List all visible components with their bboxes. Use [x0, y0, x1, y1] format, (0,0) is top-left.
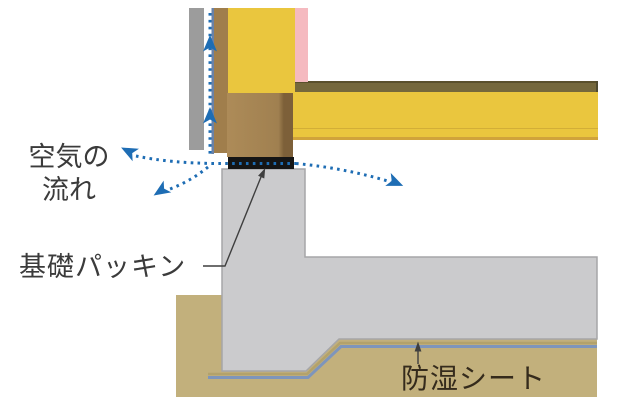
airflow-arrowhead-up-icon: [203, 35, 217, 52]
airflow-arrowhead-downleft-icon: [153, 180, 172, 196]
floor-insulation: [293, 92, 598, 140]
concrete-foundation: [221, 168, 598, 372]
airflow-dotted-line-crawlspace: [295, 162, 392, 184]
packing-leader-arrowhead-icon: [258, 167, 266, 179]
airflow-label-line2: 流れ: [42, 175, 96, 206]
airflow-label: 空気の 流れ: [18, 141, 120, 207]
sheet-leader-arrowhead-icon: [414, 341, 422, 352]
wall-waterproof-sheet-line: [211, 8, 214, 154]
moisture-sheet-line: [208, 345, 597, 379]
wall-insulation: [228, 8, 295, 93]
airflow-arrowhead-upleft-icon: [121, 147, 139, 162]
airflow-dotted-line-through-packing: [135, 154, 296, 165]
foundation-packing-label: 基礎パッキン: [19, 252, 187, 283]
packing-leader-line: [203, 176, 262, 267]
moisture-sheet-label: 防湿シート: [401, 362, 547, 395]
furring-strip: [214, 8, 228, 153]
airflow-dotted-line-outside-branch: [169, 165, 209, 191]
airflow-label-line1: 空気の: [28, 142, 110, 173]
airflow-arrowhead-up-icon: [203, 107, 217, 124]
airflow-arrowhead-downright-icon: [385, 173, 404, 186]
sill-beam: [227, 93, 293, 157]
floor-board: [258, 81, 598, 92]
moisture-sheet-underlay-line: [208, 341, 597, 376]
interior-finish: [295, 8, 308, 82]
exterior-siding: [189, 8, 204, 150]
floor-board-end-cap: [596, 81, 598, 92]
